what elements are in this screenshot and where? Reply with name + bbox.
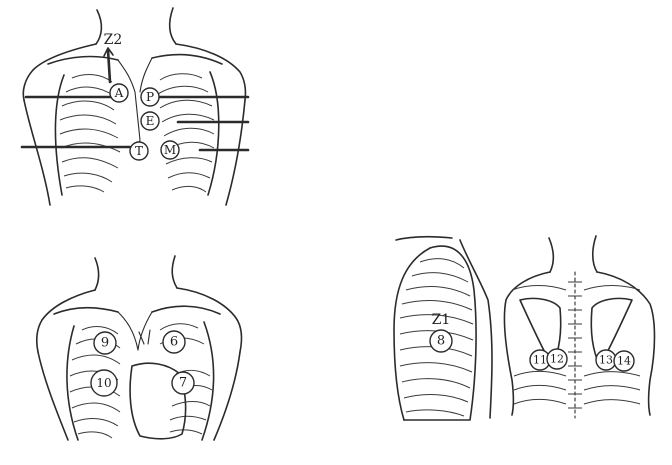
ribs-right <box>158 74 214 192</box>
svg-text:A: A <box>114 86 124 100</box>
site-14: 14 <box>614 351 634 371</box>
svg-text:14: 14 <box>617 355 631 368</box>
svg-text:7: 7 <box>179 376 187 391</box>
svg-text:P: P <box>146 90 154 104</box>
site-m: M <box>161 141 179 159</box>
site-12: 12 <box>547 349 567 369</box>
site-6: 6 <box>163 331 185 353</box>
svg-text:11: 11 <box>533 354 547 367</box>
svg-text:M: M <box>164 143 176 157</box>
site-e: E <box>141 112 159 130</box>
svg-text:8: 8 <box>437 334 445 349</box>
anterior-chest-figure: Z2 A P E T M <box>22 8 248 205</box>
label-z1: Z1 <box>432 312 451 328</box>
svg-text:E: E <box>146 114 155 128</box>
svg-text:12: 12 <box>550 353 564 366</box>
site-7: 7 <box>172 372 194 394</box>
site-8: 8 <box>430 330 452 352</box>
site-9: 9 <box>94 332 116 354</box>
svg-text:9: 9 <box>101 336 109 351</box>
anterior-chest-heart-figure: 9 6 10 7 <box>37 256 242 440</box>
svg-text:10: 10 <box>96 376 111 390</box>
site-13: 13 <box>596 350 616 370</box>
svg-text:13: 13 <box>599 354 613 367</box>
site-10: 10 <box>91 370 117 396</box>
svg-text:T: T <box>135 144 143 158</box>
posterior-chest-figure: 11 12 13 14 <box>504 236 654 418</box>
site-p: P <box>141 88 159 106</box>
svg-text:6: 6 <box>170 335 178 350</box>
ribs-posterior <box>512 286 640 405</box>
lateral-chest-figure: Z1 8 <box>394 237 492 420</box>
label-z2: Z2 <box>104 32 123 48</box>
site-t: T <box>130 142 148 160</box>
site-a: A <box>110 84 128 102</box>
